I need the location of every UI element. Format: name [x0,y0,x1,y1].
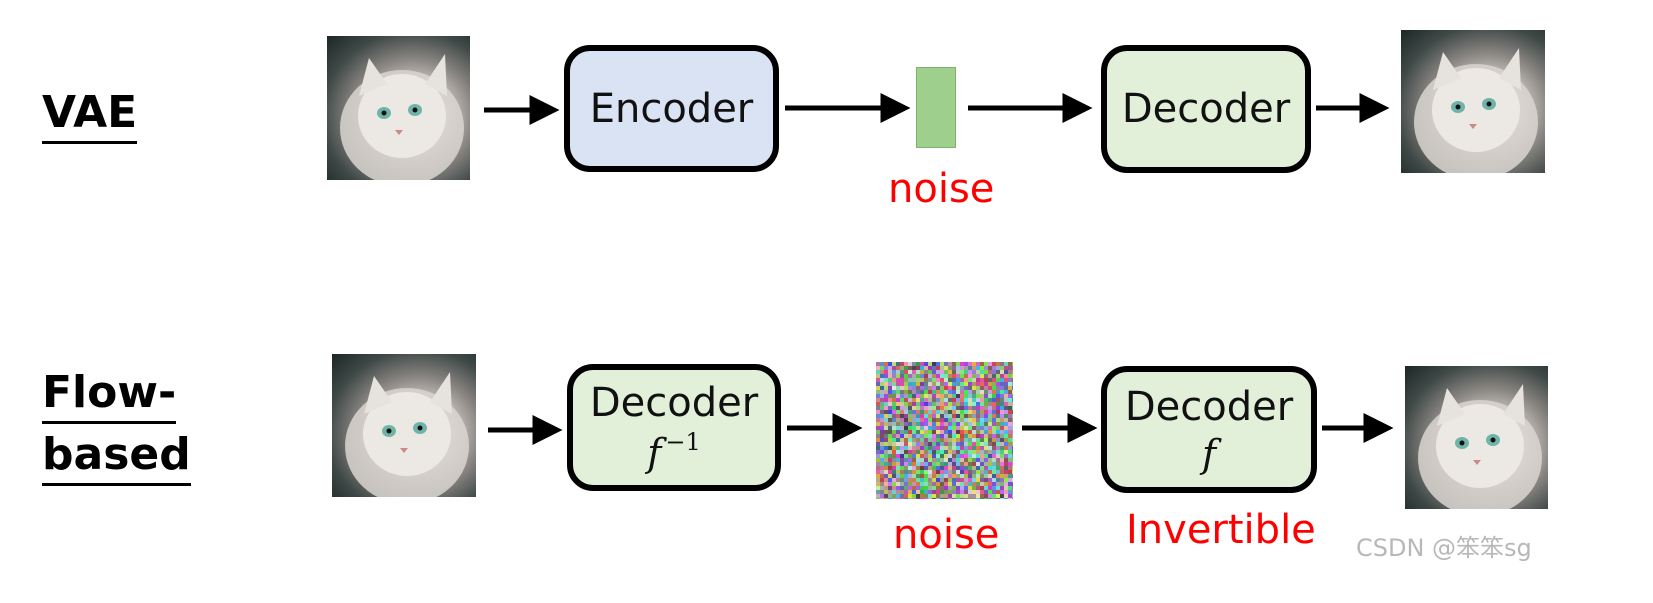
vae-decoder-label: Decoder [1121,86,1291,132]
vae-encoder-label: Encoder [589,85,754,132]
flow-invertible-label: Invertible [1126,507,1316,553]
flow-decoder-label: Decoder [1124,383,1294,430]
flow-row-label: Flow- based [42,362,191,487]
vae-input-cat-image [327,36,470,180]
vae-noise-label: noise [888,166,995,212]
vae-output-cat-image [1401,30,1545,173]
flow-inverse-decoder-label: Decoder [589,380,759,426]
flow-decoder-box: Decoder f [1101,366,1317,493]
flow-inverse-decoder-box: Decoder f−1 [567,364,781,491]
vae-encoder-box: Encoder [564,45,779,172]
vae-latent-box [916,67,956,148]
flow-function-label: f [1201,431,1217,476]
vae-row-label: VAE [42,82,138,145]
flow-label-line2: based [42,426,191,487]
watermark: CSDN @笨笨sg [1356,534,1532,562]
flow-inverse-function-label: f−1 [647,428,701,475]
flow-input-cat-image [332,354,476,497]
flow-noise-image [876,362,1013,499]
flow-label-line1: Flow- [42,364,177,425]
flow-noise-label: noise [893,512,1000,558]
vae-decoder-box: Decoder [1101,45,1311,173]
flow-output-cat-image [1405,366,1548,509]
